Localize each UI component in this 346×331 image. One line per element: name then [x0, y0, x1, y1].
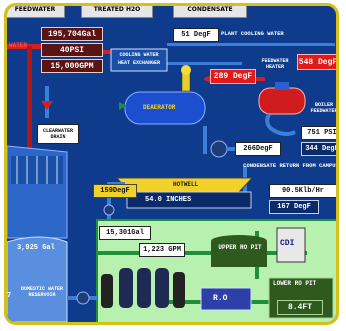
water-psi-readout: 40PSI [41, 43, 103, 57]
tab-feedwater[interactable]: FEEDWATER [7, 6, 65, 18]
tab-treated-h2o[interactable]: TREATED H2O [81, 6, 153, 18]
feedwater-heater-vessel [258, 87, 306, 115]
heat-exchanger-label: COOLING WATER HEAT EXCHANGER [117, 52, 160, 66]
deaerator-label: DEAERATOR [143, 104, 176, 111]
ro-unit-label: R.O [213, 294, 228, 303]
lower-ro-pit-label: LOWER RO PIT [273, 280, 317, 287]
cdi-cabinet [276, 227, 306, 263]
condensate-temp-readout: 167 DegF [269, 200, 319, 214]
hotwell-temp-readout: 159DegF [93, 184, 137, 198]
hotwell-label: HOTWELL [173, 181, 199, 188]
domestic-reservoir-label: DOMESTIC WATER RESERVOIR [20, 286, 63, 298]
water-gallons-readout: 195,704Gal [41, 27, 103, 41]
clearwater-drain-label: CLEARWATER DRAIN [37, 124, 79, 144]
condensate-return-label: CONDENSATE RETURN FROM CAMPUS [243, 162, 339, 169]
deaerator-inlet-valve-icon [119, 102, 127, 110]
deaerator-temp-readout: 289 DegF [210, 69, 256, 84]
deaerator-vessel [124, 91, 206, 125]
ro-gpm-readout: 1,223 GPM [139, 243, 185, 257]
boiler-feedwater-psi-readout: 751 PSI [301, 126, 336, 140]
cooling-temp-readout: 51 DegF [173, 28, 219, 42]
domestic-reservoir-tank [7, 236, 68, 322]
plant-cooling-pipe [167, 43, 335, 46]
deaerator-vent-cap [181, 65, 191, 75]
heater-coil-pipe [265, 113, 296, 136]
clearwater-drain-valve-icon [41, 101, 53, 110]
boiler-feedwater-temp-readout: 344 DegF [301, 142, 336, 156]
clearwell-gallons-readout: 3,925 Gal [17, 244, 55, 252]
clearwell-grid [16, 156, 58, 184]
water-to-hx-pipe [102, 50, 112, 54]
condensate-flow-readout: 90.5Klb/Hr [269, 184, 336, 198]
heat-exchanger [110, 48, 168, 72]
hotwell-level-readout: 54.0 INCHES [145, 196, 192, 204]
water-supply-pipe [7, 44, 43, 49]
red-arrow-icon [203, 75, 211, 83]
deaerator-outlet-temp-readout: 266DegF [235, 142, 281, 156]
ro-feed-gallons-readout: 15,301Gal [99, 226, 151, 240]
tab-condensate[interactable]: CONDENSATE [173, 6, 247, 18]
domestic-reservoir-level: 7 [7, 292, 12, 300]
filter-vessels [101, 268, 185, 308]
upper-ro-pit-label: UPPER RO PIT [218, 244, 262, 251]
lower-ro-pit-level-readout: 8.4FT [277, 300, 323, 315]
hx-return-pipe [167, 62, 242, 65]
process-diagram [7, 43, 336, 322]
deaerator-down-pipe [203, 126, 207, 154]
feedwater-heater-top [275, 82, 289, 90]
ro-feed-pipe [97, 251, 307, 255]
boiler-feed-pump-icon [210, 140, 228, 158]
water-label: WATER [9, 42, 28, 49]
plant-cooling-label: PLANT COOLING WATER [221, 30, 284, 37]
boiler-feedwater-label: BOILER FEEDWATER [310, 102, 338, 114]
feedwater-heater-label: FEEDWATER HEATER [261, 58, 289, 70]
scada-screen: FEEDWATER TREATED H2O CONDENSATE [4, 3, 339, 325]
water-supply-riser [27, 46, 32, 221]
hotwell-pump-icon [103, 204, 115, 216]
upper-ro-pit-body [211, 241, 267, 267]
ro-unit [200, 287, 252, 311]
feedwater-heater-temp-readout: 548 DegF [297, 54, 336, 70]
cdi-label: CDI [280, 239, 295, 248]
water-gpm-readout: 15,000GPM [41, 59, 103, 73]
reservoir-pump-icon [76, 291, 90, 305]
hotwell-level-panel [126, 191, 252, 209]
